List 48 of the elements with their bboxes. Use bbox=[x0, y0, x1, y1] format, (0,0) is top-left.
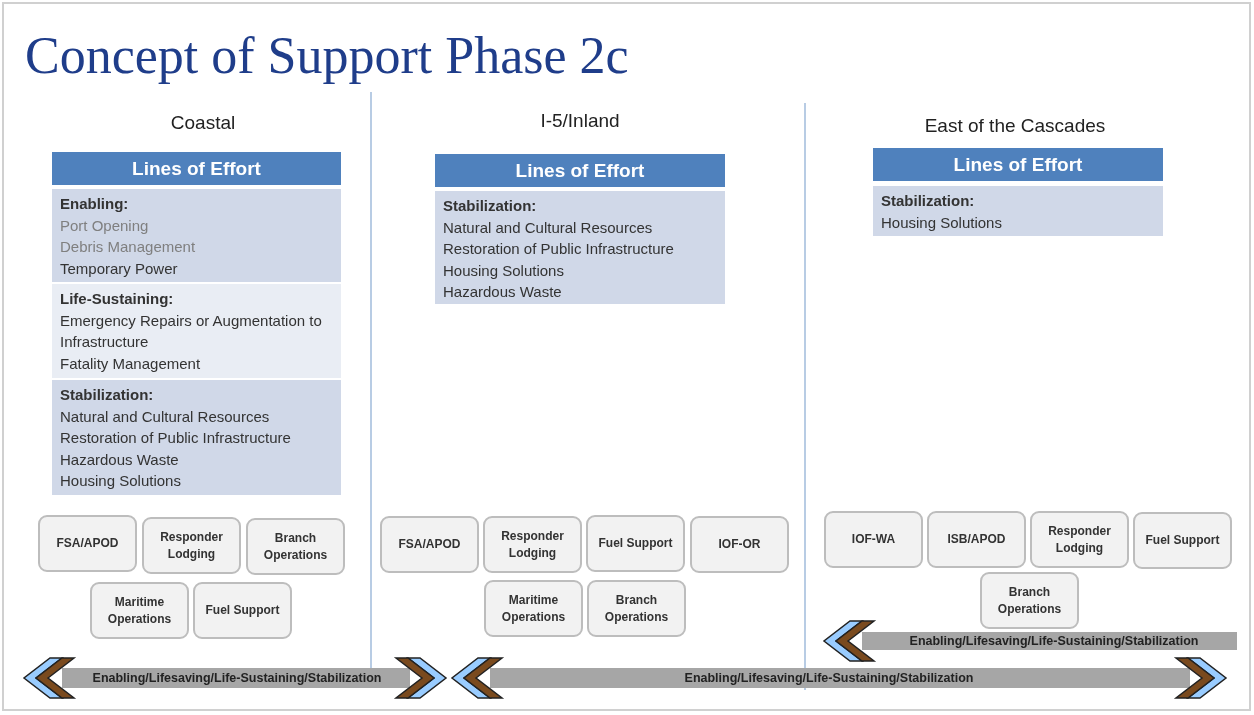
effort-section bbox=[52, 380, 341, 495]
effort-section bbox=[52, 189, 341, 282]
arrow-label: Enabling/Lifesaving/Life-Sustaining/Stabilization bbox=[92, 671, 382, 685]
support-box: Branch Operations bbox=[980, 572, 1079, 629]
table-header: Lines of Effort bbox=[435, 154, 725, 187]
section-heading: Enabling: bbox=[60, 194, 130, 214]
section-heading: Stabilization: bbox=[60, 385, 155, 405]
list-item: Restoration of Public Infrastructure bbox=[60, 428, 292, 448]
support-box: Branch Operations bbox=[587, 580, 686, 637]
support-box: FSA/APOD bbox=[38, 515, 137, 572]
list-item: Emergency Repairs or Augmentation to Infrastructure bbox=[60, 310, 323, 352]
list-item: Natural and Cultural Resources bbox=[60, 406, 271, 427]
support-box: Maritime Operations bbox=[90, 582, 189, 639]
support-box: Branch Operations bbox=[246, 518, 345, 575]
support-box: Responder Lodging bbox=[142, 517, 241, 574]
section-heading: Stabilization: bbox=[881, 191, 976, 211]
list-item: Fatality Management bbox=[60, 353, 202, 374]
table-header: Lines of Effort bbox=[52, 152, 341, 185]
support-box: FSA/APOD bbox=[380, 516, 479, 573]
support-box: ISB/APOD bbox=[927, 511, 1026, 568]
support-box: Fuel Support bbox=[1133, 512, 1232, 569]
arrow-label: Enabling/Lifesaving/Life-Sustaining/Stabilization bbox=[684, 671, 974, 685]
list-item: Debris Management bbox=[60, 237, 197, 257]
list-item: Housing Solutions bbox=[60, 471, 182, 491]
list-item: Hazardous Waste bbox=[443, 282, 563, 302]
support-box: Responder Lodging bbox=[483, 516, 582, 573]
column-heading: Coastal bbox=[170, 112, 236, 134]
list-item: Restoration of Public Infrastructure bbox=[443, 239, 675, 259]
section-heading: Stabilization: bbox=[443, 196, 538, 216]
slide-title: Concept of Support Phase 2c bbox=[25, 26, 629, 85]
section-heading: Life-Sustaining: bbox=[60, 289, 175, 309]
support-box: IOF-WA bbox=[824, 511, 923, 568]
table-header: Lines of Effort bbox=[873, 148, 1163, 181]
effort-section bbox=[873, 186, 1163, 236]
support-box: Maritime Operations bbox=[484, 580, 583, 637]
list-item: Housing Solutions bbox=[443, 260, 565, 281]
column-heading: East of the Cascades bbox=[924, 115, 1106, 137]
support-box: IOF-OR bbox=[690, 516, 789, 573]
effort-section bbox=[435, 191, 725, 304]
list-item: Hazardous Waste bbox=[60, 449, 180, 470]
support-box: Fuel Support bbox=[586, 515, 685, 572]
list-item: Housing Solutions bbox=[881, 212, 1003, 233]
support-box: Fuel Support bbox=[193, 582, 292, 639]
list-item: Temporary Power bbox=[60, 258, 179, 279]
support-box: Responder Lodging bbox=[1030, 511, 1129, 568]
column-heading: I-5/Inland bbox=[540, 110, 620, 132]
list-item: Port Opening bbox=[60, 215, 150, 236]
list-item: Natural and Cultural Resources bbox=[443, 217, 654, 238]
